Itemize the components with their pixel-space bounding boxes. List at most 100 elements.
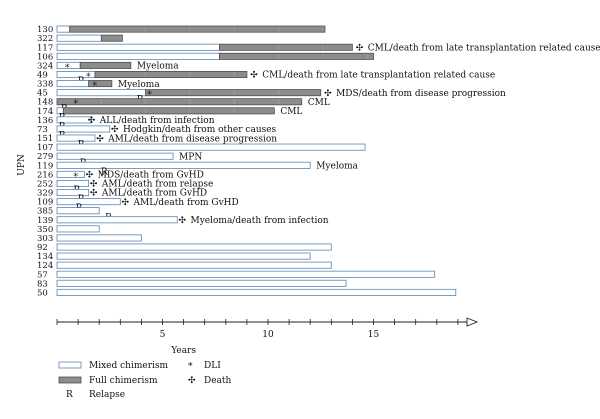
x-axis-arrow: [466, 317, 479, 327]
death-marker: ✣: [178, 216, 186, 226]
death-marker: ✣: [250, 71, 258, 81]
upn-label: 322: [37, 34, 53, 44]
x-tick-label: 10: [262, 330, 274, 340]
legend-death-symbol: ✣: [188, 376, 196, 386]
full-chimerism-bar: [79, 61, 132, 69]
row-annotation: CML/death from late transplantation rela…: [262, 71, 495, 81]
upn-label: 279: [37, 152, 53, 162]
full-chimerism-bar: [94, 71, 248, 79]
upn-label: 136: [37, 116, 53, 126]
full-chimerism-bar: [69, 25, 326, 33]
mixed-chimerism-bar: [56, 89, 147, 97]
upn-label: 106: [37, 52, 53, 62]
upn-label: 119: [37, 161, 53, 171]
mixed-chimerism-bar: [56, 125, 111, 133]
death-marker: ✣: [86, 171, 94, 181]
mixed-chimerism-bar: [56, 189, 90, 197]
upn-label: 83: [37, 279, 48, 289]
dli-marker: *: [65, 63, 70, 73]
mixed-chimerism-bar: [56, 252, 311, 260]
dli-marker: *: [73, 100, 78, 110]
dli-marker: *: [147, 91, 152, 101]
dli-marker: *: [86, 73, 91, 83]
mixed-chimerism-bar: [56, 234, 142, 242]
x-tick-label: 5: [160, 330, 166, 340]
mixed-chimerism-bar: [56, 279, 347, 287]
upn-label: 329: [37, 189, 53, 199]
patient-row: 303: [37, 234, 142, 244]
full-chimerism-bar: [56, 98, 303, 106]
mixed-chimerism-bar: [56, 243, 332, 251]
mixed-chimerism-bar: [56, 179, 90, 187]
mixed-chimerism-bar: [56, 134, 96, 142]
patient-row: 139✣Myeloma/death from infection: [37, 216, 329, 226]
patient-row: 50: [37, 288, 457, 298]
dli-marker: *: [92, 82, 97, 92]
row-annotation: MDS/death from disease progression: [336, 89, 506, 99]
x-axis-label: Years: [170, 346, 196, 356]
upn-label: 50: [37, 288, 48, 298]
y-axis-label: UPN: [17, 154, 27, 176]
upn-label: 107: [37, 143, 53, 153]
upn-label: 174: [37, 107, 53, 117]
row-annotation: AML/death from GvHD: [101, 189, 207, 199]
full-chimerism-bar: [100, 34, 123, 42]
upn-label: 109: [37, 198, 53, 208]
patient-row: 350: [37, 225, 100, 235]
death-marker: ✣: [96, 134, 104, 144]
row-annotation: CML/death from late transplantation rela…: [368, 43, 600, 53]
death-marker: ✣: [90, 189, 98, 199]
death-marker: ✣: [356, 43, 364, 53]
row-annotation: Hodgkin/death from other causes: [123, 125, 277, 135]
mixed-chimerism-bar: [56, 80, 90, 88]
patient-row: 83: [37, 279, 347, 289]
mixed-chimerism-bar: [56, 270, 436, 278]
legend-mixed-swatch: [58, 361, 82, 369]
patient-row: 117 ✣ CML/death from late transplantation …: [37, 43, 600, 53]
upn-label: 350: [37, 225, 53, 235]
row-annotation: CML: [280, 107, 302, 117]
legend-full-swatch: [58, 376, 82, 384]
mixed-chimerism-bar: [56, 161, 311, 169]
row-annotation: AML/death from GvHD: [133, 198, 239, 208]
death-marker: ✣: [111, 125, 119, 135]
upn-label: 130: [37, 25, 53, 35]
upn-label: 252: [37, 179, 53, 189]
legend-relapse-symbol: R: [66, 390, 73, 400]
upn-label: 45: [37, 89, 48, 99]
upn-label: 73: [37, 125, 48, 135]
mixed-chimerism-bar: [56, 216, 178, 224]
mixed-chimerism-bar: [56, 143, 366, 151]
mixed-chimerism-bar: [56, 152, 174, 160]
full-chimerism-bar: [88, 80, 113, 88]
mixed-chimerism-bar: [56, 170, 85, 178]
patient-row: 49R*✣CML/death from late transplantation…: [37, 71, 495, 87]
relapse-marker: R: [101, 167, 108, 177]
full-chimerism-bar: [219, 43, 353, 51]
upn-label: 134: [37, 252, 53, 262]
upn-label: 303: [37, 234, 53, 244]
patient-row: 130: [37, 25, 326, 35]
mixed-chimerism-bar: [56, 288, 457, 296]
row-annotation: CML: [308, 98, 330, 108]
row-annotation: AML/death from relapse: [101, 180, 213, 190]
upn-label: 117: [37, 43, 53, 53]
full-chimerism-bar: [145, 89, 322, 97]
mixed-chimerism-bar: [56, 25, 71, 33]
legend-dli-label: DLI: [204, 361, 221, 371]
patient-row: 57: [37, 270, 436, 280]
patient-row: 322: [37, 34, 123, 44]
upn-label: 148: [37, 98, 53, 108]
mixed-chimerism-bar: [56, 116, 92, 124]
mixed-chimerism-bar: [56, 52, 220, 60]
x-axis: 5 10 15: [56, 317, 479, 340]
upn-label: 49: [37, 71, 48, 81]
row-annotation: Myeloma: [316, 162, 358, 172]
upn-label: 324: [37, 61, 53, 71]
mixed-chimerism-bar: [56, 207, 100, 215]
patient-row: 134: [37, 252, 311, 262]
x-tick-label: 15: [368, 330, 380, 340]
